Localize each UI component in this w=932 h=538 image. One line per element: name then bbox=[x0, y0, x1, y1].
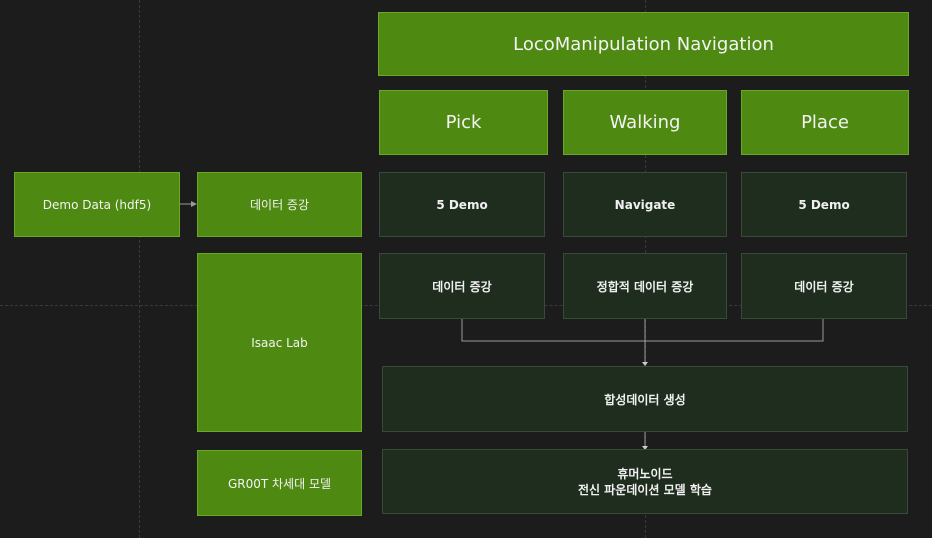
merge-connector bbox=[461, 319, 824, 364]
merge-arrowhead bbox=[642, 362, 648, 366]
groot-model-box: GR00T 차세대 모델 bbox=[197, 450, 362, 516]
synthetic-data-label: 합성데이터 생성 bbox=[604, 392, 686, 407]
demo-pick-label: 5 Demo bbox=[436, 197, 488, 212]
data-augment-label: 데이터 증강 bbox=[249, 198, 309, 212]
phase-pick-label: Pick bbox=[445, 112, 482, 133]
phase-place-label: Place bbox=[801, 112, 849, 133]
demo-place-label: 5 Demo bbox=[798, 197, 850, 212]
phase-pick: Pick bbox=[379, 90, 548, 155]
demo-data-label: Demo Data (hdf5) bbox=[42, 197, 152, 212]
synthetic-data-box: 합성데이터 생성 bbox=[382, 366, 908, 432]
augment-pick-box: 데이터 증강 bbox=[379, 253, 545, 319]
demo-place-box: 5 Demo bbox=[741, 172, 907, 237]
foundation-model-label: 휴머노이드 전신 파운데이션 모델 학습 bbox=[578, 466, 712, 497]
demo-walking-box: Navigate bbox=[563, 172, 727, 237]
isaac-lab-label: Isaac Lab bbox=[251, 335, 308, 350]
augment-place-label: 데이터 증강 bbox=[794, 279, 854, 294]
data-augment-box: 데이터 증강 bbox=[197, 172, 362, 237]
demo-walking-label: Navigate bbox=[614, 197, 676, 212]
augment-place-box: 데이터 증강 bbox=[741, 253, 907, 319]
final-arrowhead bbox=[642, 446, 648, 450]
title-label: LocoManipulation Navigation bbox=[513, 33, 774, 55]
demo-pick-box: 5 Demo bbox=[379, 172, 545, 237]
foundation-model-box: 휴머노이드 전신 파운데이션 모델 학습 bbox=[382, 449, 908, 514]
augment-walking-label: 정합적 데이터 증강 bbox=[596, 279, 694, 294]
augment-pick-label: 데이터 증강 bbox=[432, 279, 492, 294]
groot-model-label: GR00T 차세대 모델 bbox=[227, 476, 332, 491]
guide-line-vertical-1 bbox=[139, 0, 140, 538]
demo-data-box: Demo Data (hdf5) bbox=[14, 172, 180, 237]
phase-walking-label: Walking bbox=[609, 112, 681, 133]
title-box: LocoManipulation Navigation bbox=[378, 12, 909, 76]
phase-place: Place bbox=[741, 90, 909, 155]
augment-walking-box: 정합적 데이터 증강 bbox=[563, 253, 727, 319]
phase-walking: Walking bbox=[563, 90, 727, 155]
isaac-lab-box: Isaac Lab bbox=[197, 253, 362, 432]
